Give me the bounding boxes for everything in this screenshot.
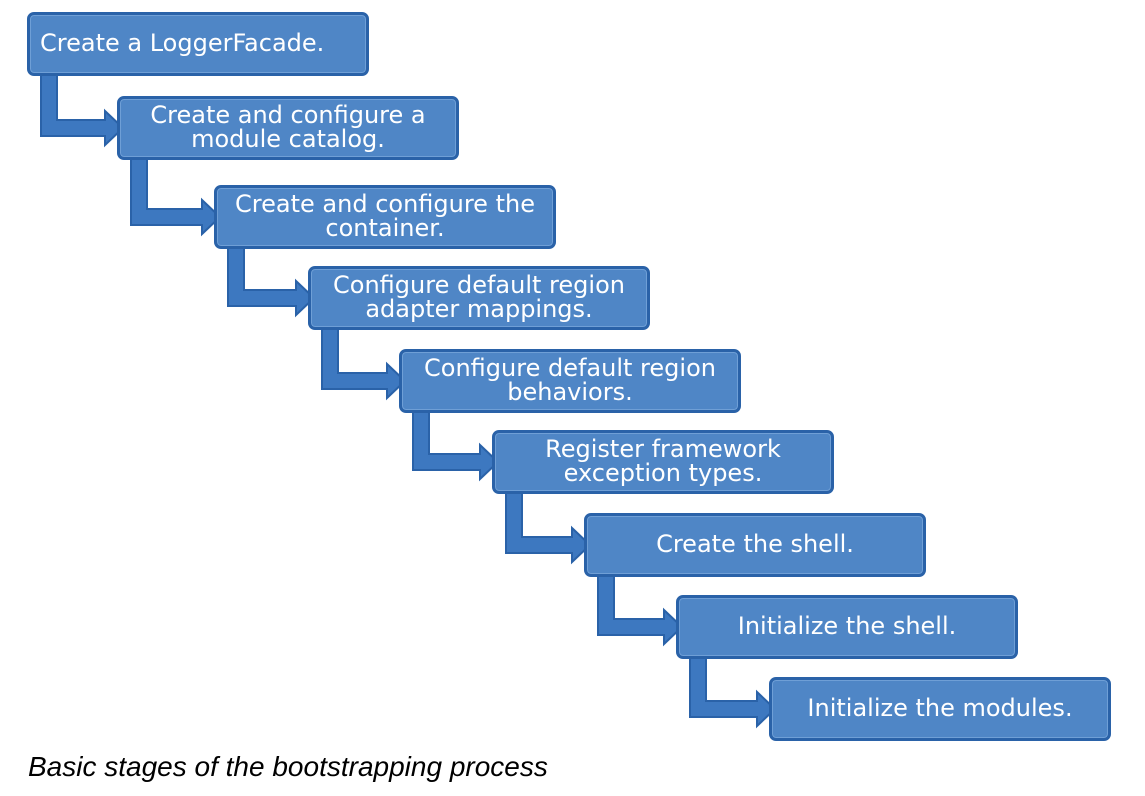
elbow-arrow-connector — [321, 327, 407, 401]
elbow-arrow-connector — [412, 410, 500, 482]
elbow-arrow-connector — [597, 574, 684, 647]
step-box-configure-region-behaviors: Configure default region behaviors. — [399, 349, 741, 413]
step-label: Create a LoggerFacade. — [40, 29, 325, 57]
step-label: Create and configure the container. — [235, 190, 535, 242]
step-label: Create the shell. — [656, 530, 854, 558]
step-label: Initialize the modules. — [807, 694, 1073, 722]
step-box-create-logger-facade: Create a LoggerFacade. — [27, 12, 369, 76]
elbow-arrow-connector — [689, 656, 777, 729]
step-box-create-container: Create and configure the container. — [214, 185, 556, 249]
step-label: Configure default region behaviors. — [424, 354, 716, 406]
elbow-arrow-connector — [505, 491, 592, 565]
step-box-create-module-catalog: Create and configure a module catalog. — [117, 96, 459, 160]
step-label: Configure default region adapter mapping… — [333, 271, 625, 323]
step-box-configure-region-adapter-mappings: Configure default region adapter mapping… — [308, 266, 650, 330]
elbow-arrow-connector — [130, 157, 222, 237]
step-box-register-exception-types: Register framework exception types. — [492, 430, 834, 494]
step-box-initialize-shell: Initialize the shell. — [676, 595, 1018, 659]
elbow-arrow-connector — [40, 73, 125, 148]
step-label: Create and configure a module catalog. — [150, 101, 426, 153]
step-box-create-shell: Create the shell. — [584, 513, 926, 577]
step-label: Initialize the shell. — [737, 612, 957, 640]
elbow-arrow-connector — [227, 246, 316, 318]
step-label: Register framework exception types. — [545, 435, 781, 487]
figure-caption: Basic stages of the bootstrapping proces… — [28, 751, 548, 782]
step-box-initialize-modules: Initialize the modules. — [769, 677, 1111, 741]
